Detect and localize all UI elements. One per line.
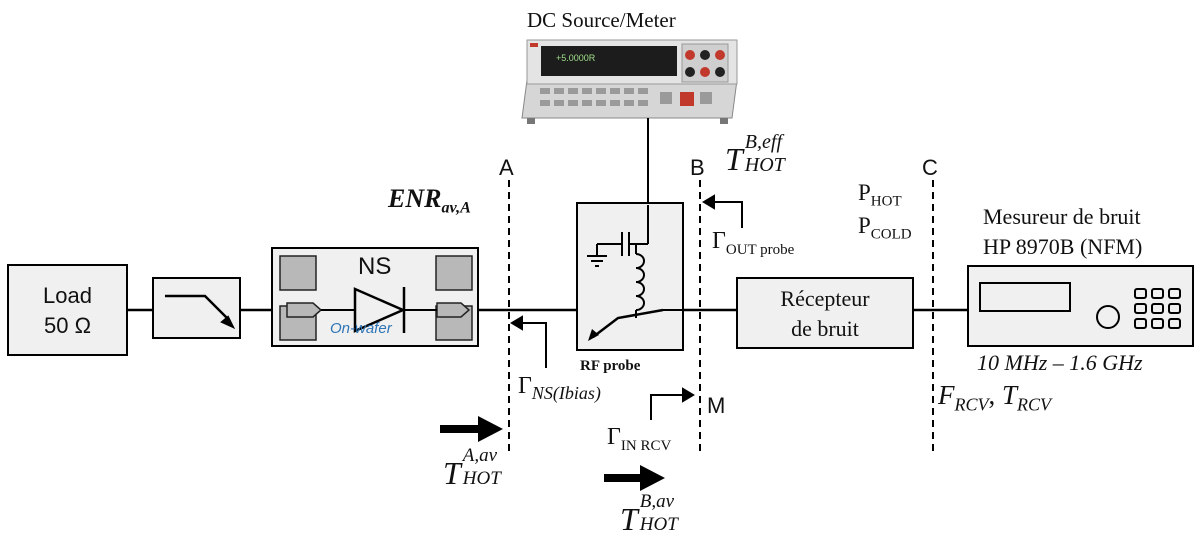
gamma-out-arrow [704, 196, 742, 228]
dc-source-meter-icon [522, 40, 737, 124]
p-hot-sub: HOT [871, 194, 902, 210]
t-rcv-base: T [1002, 380, 1017, 410]
gamma-ns-label: ΓNS(Ibias) [518, 373, 601, 404]
probe-pad [436, 256, 472, 290]
f-rcv-base: F [938, 380, 955, 410]
t-hot-b-av-base: T [620, 501, 638, 537]
gamma-in-sub: IN RCV [621, 438, 671, 454]
on-wafer-label: On-wafer [330, 320, 392, 337]
receiver-line2: de bruit [737, 314, 913, 344]
plane-b-label: B [690, 155, 705, 181]
p-cold-base: P [858, 213, 871, 238]
t-hot-b-eff-sup: B,eff [745, 132, 782, 152]
gamma-ns-arrow [512, 317, 546, 368]
plane-m-label: M [707, 393, 725, 419]
t-hot-b-av-sup: B,av [640, 492, 674, 511]
nfm-knob [1097, 306, 1119, 328]
p-cold-label: PCOLD [858, 213, 912, 244]
gamma-in-base: Γ [607, 424, 621, 450]
nfm-keypad [1135, 289, 1180, 328]
load-line2: 50 Ω [8, 311, 127, 341]
ns-label: NS [358, 253, 391, 281]
plane-a-label: A [499, 155, 514, 181]
gamma-ns-base: Γ [518, 373, 532, 399]
probe-pad [280, 256, 316, 290]
receiver-label: Récepteur de bruit [737, 284, 913, 344]
t-hot-a-av-base: T [443, 455, 461, 491]
t-hot-a-av-sub: HOT [463, 469, 501, 488]
nfm-title: Mesureur de bruit [983, 204, 1141, 230]
f-rcv-sub: RCV [955, 394, 989, 414]
p-hot-base: P [858, 180, 871, 205]
receiver-line1: Récepteur [737, 284, 913, 314]
instrument-title: DC Source/Meter [527, 8, 676, 33]
enr-label: ENRav,A [388, 184, 471, 218]
gamma-out-base: Γ [712, 228, 726, 254]
enr-sub: av,A [441, 200, 470, 217]
t-hot-a-av-arrow [440, 416, 503, 442]
plane-c-label: C [922, 155, 938, 181]
gamma-out-sub: OUT probe [726, 242, 794, 258]
load-line1: Load [8, 281, 127, 311]
t-hot-a-av-sup: A,av [463, 446, 497, 465]
enr-base: ENR [388, 184, 441, 213]
nfm-range: 10 MHz – 1.6 GHz [977, 350, 1143, 376]
noise-figure-meter-box [968, 266, 1193, 346]
probe-contact [437, 303, 469, 317]
p-hot-label: PHOT [858, 180, 902, 211]
probe-contact [287, 303, 321, 317]
nfm-display [980, 283, 1070, 311]
attenuator-box [153, 278, 240, 338]
t-rcv-sub: RCV [1017, 394, 1051, 414]
instrument-display: +5.0000R [556, 53, 595, 63]
t-hot-b-av-arrow [604, 465, 665, 491]
nfm-model: HP 8970B (NFM) [983, 234, 1142, 260]
gamma-in-arrow [651, 389, 693, 420]
rf-probe-box [577, 118, 683, 350]
load-label: Load 50 Ω [8, 281, 127, 341]
t-hot-b-eff-sub: HOT [745, 155, 785, 175]
t-hot-b-av-sub: HOT [640, 515, 678, 534]
t-hot-b-eff-base: T [725, 141, 743, 177]
p-cold-sub: COLD [871, 227, 912, 243]
f-t-rcv-label: FRCV, TRCV [938, 380, 1051, 415]
f-t-separator: , [989, 380, 1003, 410]
gamma-in-label: ΓIN RCV [607, 424, 671, 455]
gamma-out-label: ΓOUT probe [712, 228, 794, 259]
gamma-ns-sub: NS(Ibias) [532, 383, 601, 403]
